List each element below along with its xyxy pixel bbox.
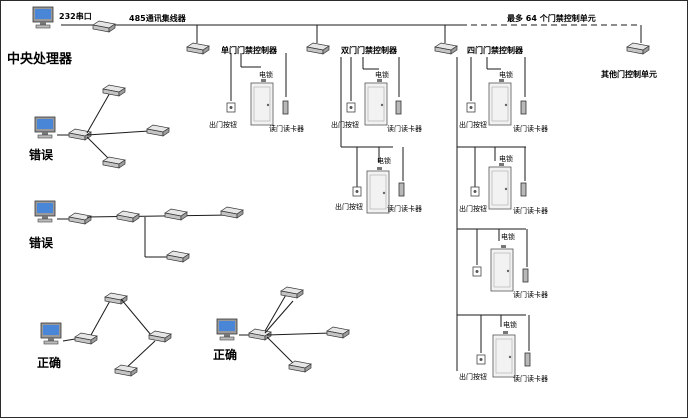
- exit-button-label: 出门按钮: [209, 120, 237, 129]
- door-set-quad-2: 电锁 出门按钮 读门读卡器: [459, 147, 548, 215]
- example-right-bus: 正确: [213, 286, 350, 373]
- hub-icon: [92, 20, 116, 33]
- exit-button-label: 出门按钮: [331, 120, 359, 129]
- port-label: 232串口: [59, 11, 92, 21]
- lock-label: 电锁: [503, 320, 517, 329]
- reader-label: 读门读卡器: [513, 206, 548, 215]
- reader-label: 读门读卡器: [513, 124, 548, 133]
- example-wrong-label: 错误: [29, 147, 54, 162]
- single-door-label: 单门门禁控制器: [221, 45, 278, 55]
- quad-door-controller-icon: [434, 42, 458, 55]
- cpu-label: 中央处理器: [7, 51, 73, 67]
- hub-label: 485通讯集线器: [129, 13, 187, 23]
- reader-label: 读门读卡器: [387, 124, 422, 133]
- reader-label: 读门读卡器: [387, 204, 422, 213]
- door-set-quad-3: 电锁 读门读卡器: [472, 229, 548, 299]
- max-units-label: 最多 64 个门禁控制单元: [507, 13, 596, 23]
- door-set-quad-1: 电锁 出门按钮 读门读卡器: [459, 57, 548, 133]
- exit-button-label: 出门按钮: [459, 120, 487, 129]
- exit-button-label: 出门按钮: [335, 202, 363, 211]
- reader-label: 读门读卡器: [513, 290, 548, 299]
- lock-label: 电锁: [501, 232, 515, 241]
- quad-door-label: 四门门禁控制器: [467, 45, 524, 55]
- lock-label: 电锁: [259, 70, 273, 79]
- example-right-label: 正确: [37, 355, 61, 370]
- door-set-double-1: 电锁 出门按钮 读门读卡器: [331, 57, 422, 148]
- reader-label: 读门读卡器: [513, 374, 548, 383]
- single-door-controller-icon: [186, 42, 210, 55]
- other-controller-icon: [626, 42, 650, 55]
- lock-label: 电锁: [499, 70, 513, 79]
- example-wrong-label: 错误: [29, 235, 54, 250]
- cpu-computer-icon: [32, 6, 54, 29]
- example-wrong-branch: 错误: [29, 200, 244, 263]
- example-right-label: 正确: [213, 347, 237, 362]
- door-set-quad-4: 电锁 出门按钮 读门读卡器: [459, 315, 548, 383]
- example-wrong-star: 错误: [29, 84, 170, 169]
- example-computer-icon: [34, 200, 56, 223]
- example-computer-icon: [216, 318, 238, 341]
- example-right-chain: 正确: [37, 292, 172, 377]
- double-door-label: 双门门禁控制器: [341, 45, 398, 55]
- exit-button-label: 出门按钮: [459, 372, 487, 381]
- exit-button-label: 出门按钮: [459, 204, 487, 213]
- reader-label: 读门读卡器: [269, 124, 304, 133]
- lock-label: 电锁: [377, 156, 391, 165]
- other-controller-label: 其他门控制单元: [601, 69, 657, 79]
- lock-label: 电锁: [499, 154, 513, 163]
- double-door-controller-icon: [306, 42, 330, 55]
- example-computer-icon: [40, 322, 62, 345]
- lock-label: 电锁: [375, 70, 389, 79]
- example-computer-icon: [34, 116, 56, 139]
- door-set-single: 电锁 出门按钮 读门读卡器: [209, 53, 304, 133]
- door-set-double-2: 电锁 出门按钮 读门读卡器: [335, 147, 422, 214]
